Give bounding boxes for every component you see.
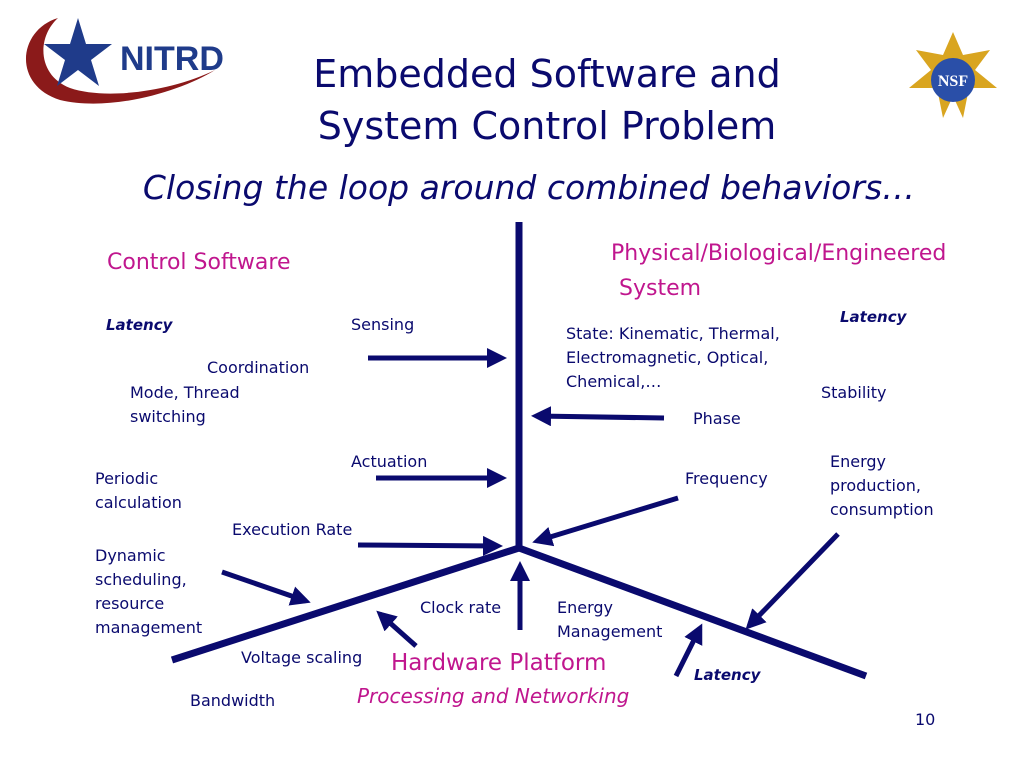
frequency-arrow	[532, 495, 679, 547]
page-number: 10	[915, 710, 936, 729]
latency-label-bottom: Latency	[694, 666, 761, 684]
control-software-heading: Control Software	[107, 250, 291, 275]
dynamic-scheduling-arrow	[221, 569, 311, 606]
latency-bottom-arrow	[673, 623, 703, 678]
sensing-label: Sensing	[351, 315, 415, 334]
phase-label: Phase	[693, 409, 741, 428]
execution-rate-label: Execution Rate	[232, 520, 353, 539]
stability-label: Stability	[821, 383, 887, 402]
energy-consumption-arrow	[745, 532, 840, 630]
dynamic-scheduling-label-line3: resource	[95, 594, 165, 613]
slide-title-line1: Embedded Software and	[313, 52, 781, 96]
periodic-calculation-label-line1: Periodic	[95, 469, 159, 488]
execution-rate-arrow	[357, 535, 503, 556]
state-label-line2: Electromagnetic, Optical,	[566, 348, 769, 367]
star-icon	[44, 18, 112, 86]
energy-production-label-line3: consumption	[830, 500, 934, 519]
energy-management-label-line2: Management	[557, 622, 663, 641]
energy-management-label-line1: Energy	[557, 598, 614, 617]
state-label-line1: State: Kinematic, Thermal,	[566, 324, 780, 343]
hardware-platform-heading: Hardware Platform	[391, 650, 607, 676]
slide-subtitle: Closing the loop around combined behavio…	[142, 168, 916, 207]
frequency-label: Frequency	[685, 469, 768, 488]
latency-label-right: Latency	[840, 308, 907, 326]
periodic-calculation-label-line2: calculation	[95, 493, 182, 512]
clock-rate-label: Clock rate	[420, 598, 502, 617]
state-label-line3: Chemical,…	[566, 372, 662, 391]
physical-system-heading-line1: Physical/Biological/Engineered	[611, 241, 947, 266]
mode-thread-label-line1: Mode, Thread	[130, 383, 240, 402]
voltage-scaling-arrow	[376, 610, 418, 648]
nitrd-logo: NITRD	[25, 18, 224, 104]
right-axis	[517, 544, 868, 680]
left-axis	[170, 544, 521, 664]
hardware-platform-subheading: Processing and Networking	[357, 684, 630, 708]
nsf-logo-text: NSF	[938, 73, 968, 90]
nsf-logo: NSF	[909, 32, 997, 118]
energy-production-label-line2: production,	[830, 476, 921, 495]
bandwidth-label: Bandwidth	[190, 691, 276, 710]
latency-label-left: Latency	[106, 316, 173, 334]
nitrd-logo-text: NITRD	[120, 40, 224, 78]
slide-title-line2: System Control Problem	[317, 104, 777, 148]
actuation-label: Actuation	[351, 452, 428, 471]
coordination-label: Coordination	[207, 358, 310, 377]
voltage-scaling-label: Voltage scaling	[241, 648, 363, 667]
physical-system-heading-line2: System	[619, 276, 702, 301]
phase-arrow	[531, 406, 665, 427]
mode-thread-label-line2: switching	[130, 407, 206, 426]
nsf-globe-icon	[931, 58, 975, 102]
energy-production-label-line1: Energy	[830, 452, 887, 471]
dynamic-scheduling-label-line4: management	[95, 618, 203, 637]
nitrd-swoosh-icon	[25, 18, 215, 104]
dynamic-scheduling-label-line1: Dynamic	[95, 546, 166, 565]
dynamic-scheduling-label-line2: scheduling,	[95, 570, 187, 589]
